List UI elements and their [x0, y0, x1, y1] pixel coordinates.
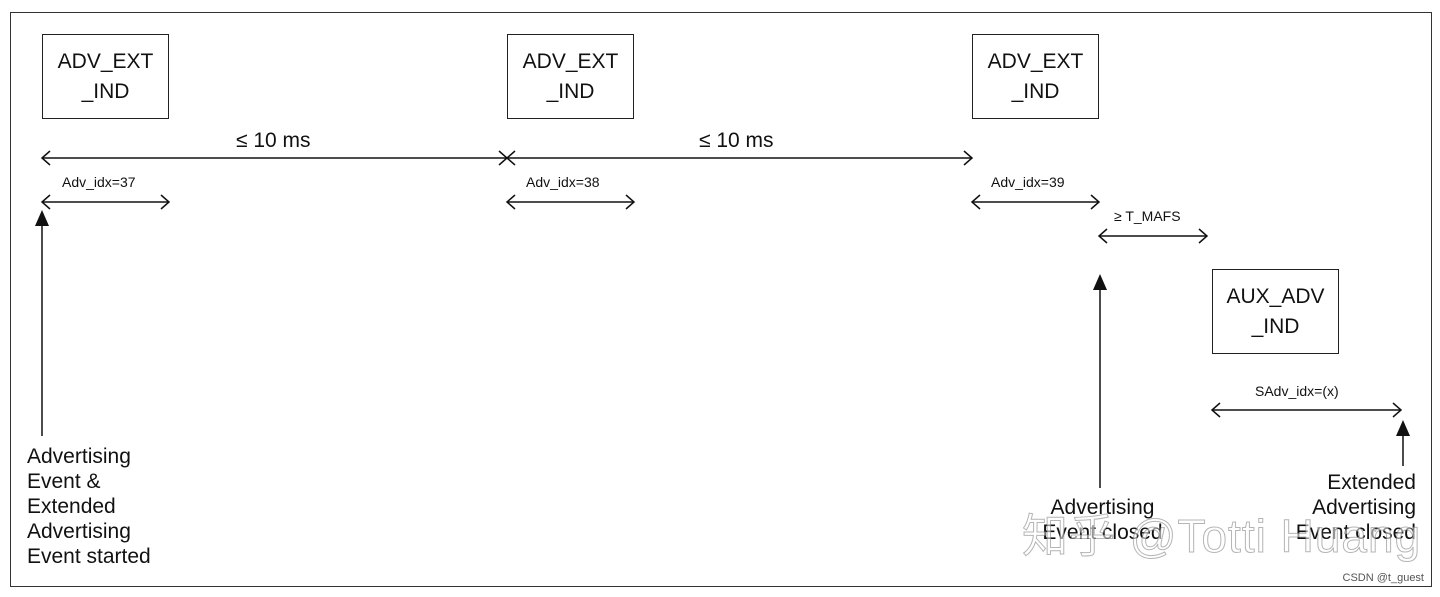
source-tag: CSDN @t_guest — [1340, 572, 1426, 584]
aux-duration-arrow — [1210, 402, 1403, 418]
adv-idx-label-1: Adv_idx=37 — [62, 174, 136, 190]
pdu-box-adv-ext-ind-3: ADV_EXT _IND — [972, 34, 1099, 119]
pdu-duration-arrow-1 — [40, 194, 171, 210]
interval-arrow-2 — [505, 150, 974, 166]
ext-event-closed-note: Extended Advertising Event closed — [1295, 471, 1416, 544]
adv-idx-label-2: Adv_idx=38 — [526, 174, 600, 190]
mafs-arrow — [1097, 228, 1209, 244]
pdu-duration-arrow-2 — [505, 194, 636, 210]
diagram-frame — [10, 12, 1432, 587]
pdu-label-line1: ADV_EXT — [987, 49, 1084, 73]
pdu-label-line1: AUX_ADV — [1226, 284, 1325, 308]
adv-closed-arrowhead — [1093, 274, 1107, 290]
watermark: 知乎 @Totti Huang — [1021, 510, 1422, 563]
pdu-box-aux-adv-ind: AUX_ADV _IND — [1212, 269, 1339, 354]
pdu-box-adv-ext-ind-2: ADV_EXT _IND — [507, 34, 634, 119]
ext-closed-arrowhead — [1396, 420, 1410, 436]
sadv-idx-label: SAdv_idx=(x) — [1255, 383, 1339, 399]
pdu-label-line2: _IND — [1251, 314, 1300, 338]
event-started-note: Advertising Event & Extended Advertising… — [27, 445, 151, 568]
pdu-label-line2: _IND — [546, 79, 595, 103]
pdu-duration-arrow-3 — [970, 194, 1101, 210]
mafs-label: ≥ T_MAFS — [1114, 208, 1181, 224]
pdu-label-line1: ADV_EXT — [522, 49, 619, 73]
pdu-label-line2: _IND — [81, 79, 130, 103]
adv-event-closed-note: Advertising Event closed — [1042, 496, 1163, 544]
interval-label-2: ≤ 10 ms — [699, 129, 774, 152]
interval-label-1: ≤ 10 ms — [236, 129, 311, 152]
pdu-box-adv-ext-ind-1: ADV_EXT _IND — [42, 34, 169, 119]
pdu-label-line1: ADV_EXT — [57, 49, 154, 73]
event-start-arrowhead — [35, 210, 49, 226]
interval-arrow-1 — [40, 150, 509, 166]
pdu-label-line2: _IND — [1011, 79, 1060, 103]
adv-idx-label-3: Adv_idx=39 — [991, 174, 1065, 190]
